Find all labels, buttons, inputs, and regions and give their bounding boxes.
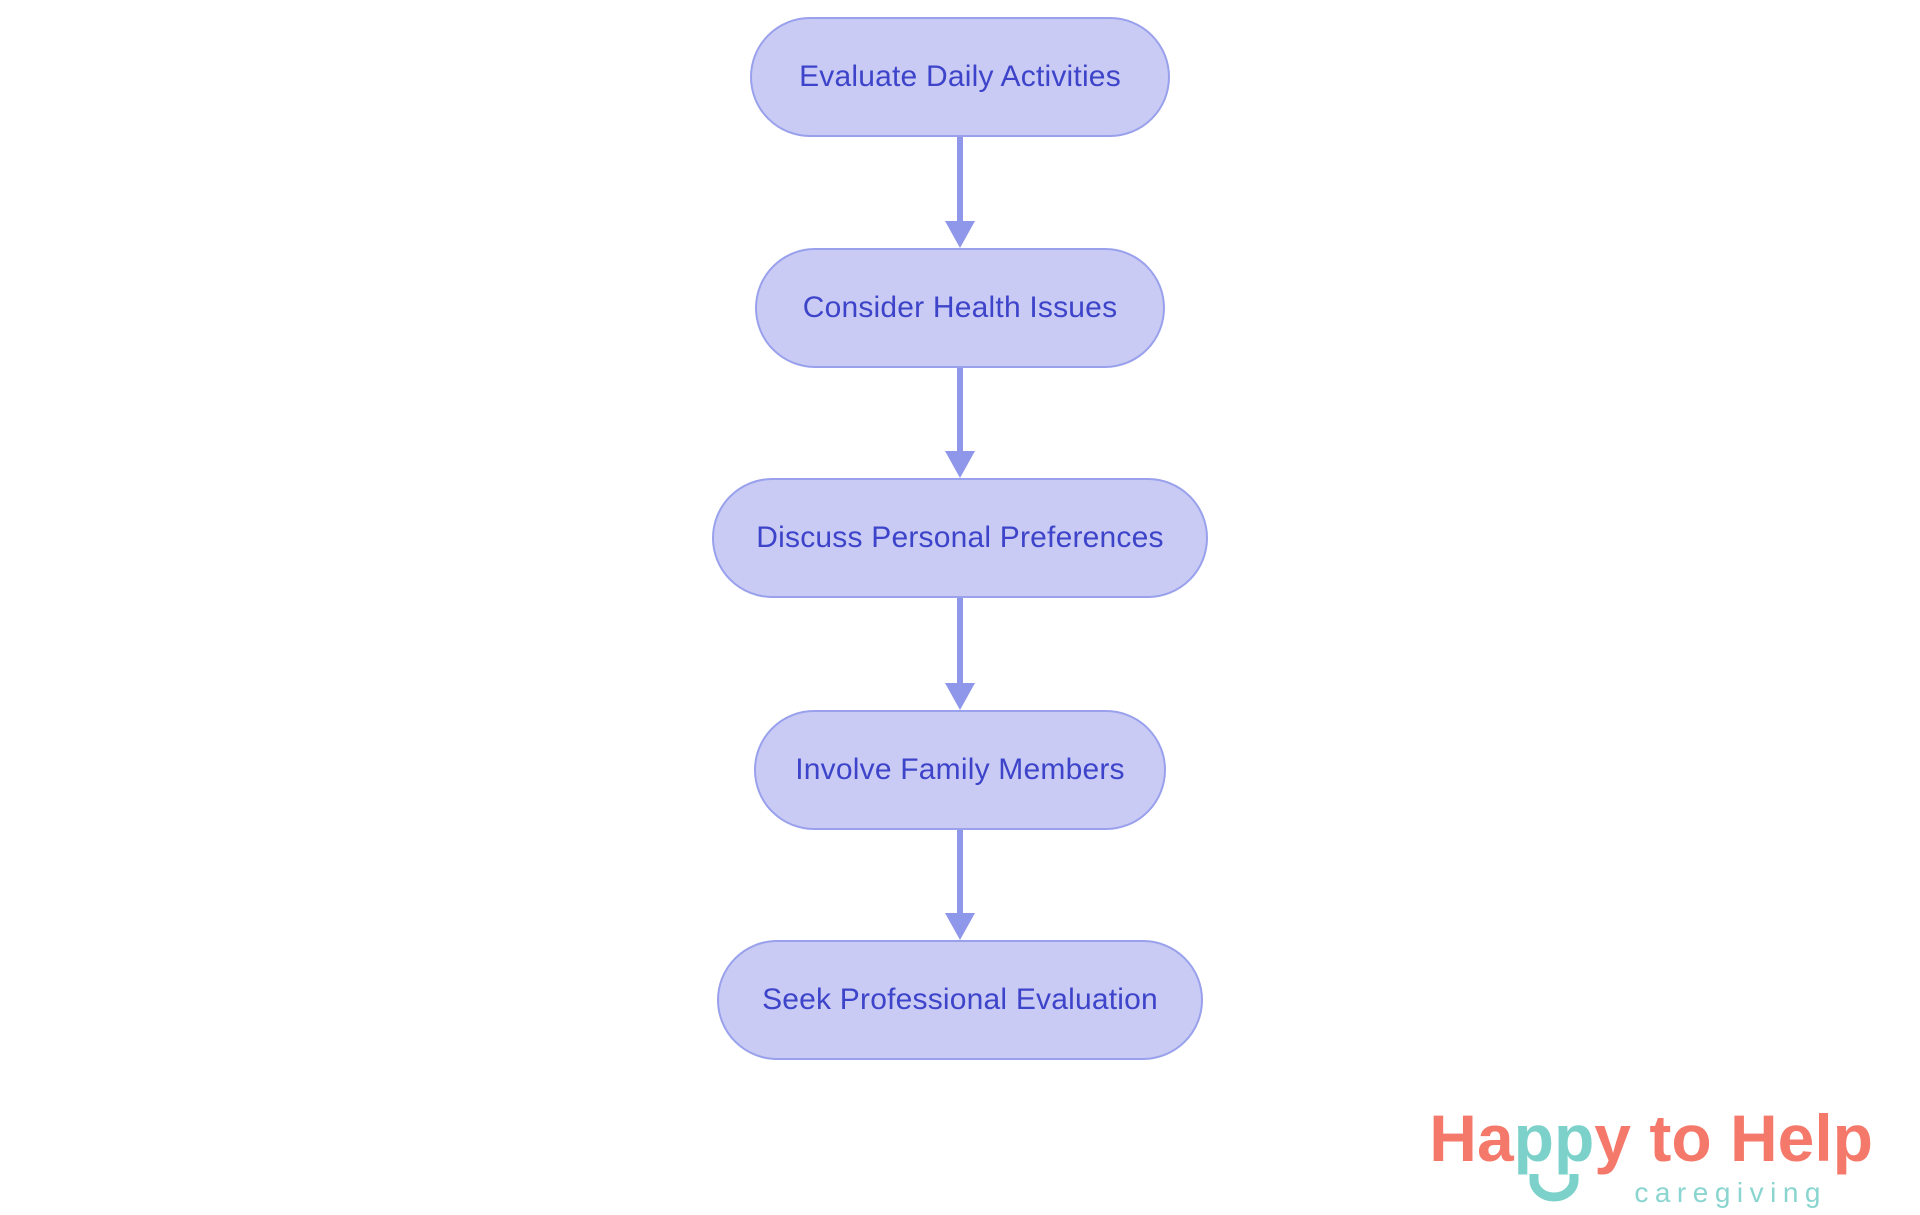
flow-node-label: Seek Professional Evaluation	[762, 983, 1158, 1016]
flow-node-discuss-personal-preferences: Discuss Personal Preferences	[712, 478, 1208, 598]
arrow-line	[957, 368, 963, 451]
flow-node-label: Consider Health Issues	[802, 291, 1118, 324]
logo-tagline: caregiving	[1634, 1177, 1827, 1208]
logo-word-rest: y to Help	[1594, 1101, 1873, 1175]
connector-arrow-2	[945, 368, 975, 478]
flow-node-seek-professional-evaluation: Seek Professional Evaluation	[717, 940, 1203, 1060]
flow-node-consider-health-issues: Consider Health Issues	[755, 248, 1165, 368]
logo-word-pp: pp	[1514, 1105, 1594, 1202]
connector-arrow-4	[945, 830, 975, 940]
connector-arrow-1	[945, 137, 975, 248]
flow-node-label: Discuss Personal Preferences	[756, 521, 1164, 554]
logo-word-ha: Ha	[1429, 1101, 1514, 1175]
arrow-down-icon	[945, 683, 975, 710]
flow-node-label: Evaluate Daily Activities	[799, 60, 1121, 93]
arrow-line	[957, 598, 963, 683]
flow-node-involve-family-members: Involve Family Members	[754, 710, 1166, 830]
flow-node-label: Involve Family Members	[795, 753, 1125, 786]
arrow-down-icon	[945, 451, 975, 478]
arrow-line	[957, 137, 963, 221]
flow-node-evaluate-daily-activities: Evaluate Daily Activities	[750, 17, 1170, 137]
smile-arc-icon	[1529, 1174, 1579, 1202]
arrow-down-icon	[945, 913, 975, 940]
connector-arrow-3	[945, 598, 975, 710]
arrow-line	[957, 830, 963, 913]
arrow-down-icon	[945, 221, 975, 248]
